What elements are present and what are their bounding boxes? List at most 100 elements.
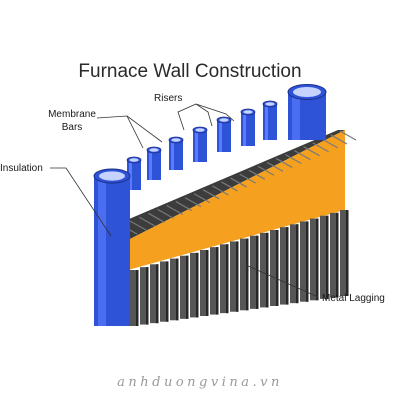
lagging-fin-shadow (136, 270, 139, 326)
membrane-ridge (139, 216, 156, 227)
lagging-fin (280, 227, 289, 305)
riser-tube-opening (195, 128, 205, 132)
membrane-leader-2 (126, 115, 163, 143)
lagging-fin-shadow (306, 221, 309, 302)
lagging-fin (160, 261, 169, 322)
lagging-fin (330, 212, 339, 298)
membrane-ridge (239, 173, 256, 184)
membrane-ridge (129, 220, 147, 231)
lagging-fin (170, 258, 179, 321)
lagging-fin-shadow (286, 227, 289, 305)
lagging-fin-shadow (256, 235, 259, 309)
riser-tube-highlight (265, 104, 268, 140)
riser-tube-highlight (171, 140, 174, 170)
membrane-ridge (157, 208, 174, 219)
membrane-label-line-2: Bars (62, 122, 83, 133)
lagging-fin-shadow (276, 230, 279, 306)
membrane-ridge (202, 189, 220, 200)
insulation-leader (50, 167, 112, 237)
lagging-fin-shadow (326, 215, 329, 299)
riser-tube-highlight (195, 130, 198, 162)
metal-lagging-leader (245, 264, 319, 298)
lagging-fin (260, 232, 269, 308)
risers-leader-2 (195, 103, 235, 122)
membrane-ridge (221, 181, 238, 192)
diagram-title: Furnace Wall Construction (78, 61, 301, 82)
insulation-label: Insulation (0, 163, 43, 174)
risers-group (126, 100, 278, 190)
riser-tube-highlight (149, 150, 152, 180)
lagging-fin (290, 224, 299, 304)
lagging-fin-shadow (346, 210, 349, 296)
membrane-ridge (303, 146, 320, 157)
lagging-fin-shadow (316, 218, 319, 301)
label-metal-lagging: Metal Lagging (245, 264, 385, 304)
lagging-fin (210, 247, 219, 315)
membrane-ridge (321, 138, 339, 149)
lagging-fin-shadow (166, 261, 169, 322)
membrane-ridge (312, 142, 329, 153)
lagging-fin (150, 264, 159, 324)
metal-lagging-front (130, 210, 349, 326)
lagging-fin-shadow (196, 252, 199, 318)
membrane-ridge (175, 201, 193, 212)
membrane-ridge (275, 157, 293, 168)
lagging-fin (190, 252, 199, 318)
membrane-ridge (248, 169, 266, 180)
lagging-fin (220, 244, 229, 314)
lagging-fin-shadow (186, 255, 189, 319)
label-risers: Risers (154, 93, 235, 131)
lagging-fin (340, 210, 349, 296)
lagging-fin (200, 250, 209, 316)
lagging-fin-shadow (266, 232, 269, 308)
metal-lagging-label: Metal Lagging (322, 293, 385, 304)
watermark: anhduongvina.vn (117, 375, 283, 390)
riser-tube-opening (129, 158, 139, 162)
lagging-fin-shadow (146, 267, 149, 325)
riser-tube-opening (171, 138, 181, 142)
membrane-ridge (193, 193, 211, 204)
riser-tube-highlight (243, 112, 246, 146)
risers-leader (195, 103, 213, 127)
membrane-leader-1 (96, 115, 144, 149)
membrane-label-line-1: Membrane (48, 109, 96, 120)
lagging-fin-shadow (236, 241, 239, 312)
membrane-ridge (266, 161, 284, 172)
lagging-fin (300, 221, 309, 302)
lagging-fin-shadow (176, 258, 179, 321)
membrane-ridge (166, 204, 184, 216)
riser-tube-opening (265, 102, 275, 106)
lagging-fin-shadow (216, 247, 219, 315)
riser-tube-highlight (129, 160, 132, 190)
membrane-ridge (294, 150, 311, 161)
lagging-fin (130, 270, 139, 326)
lagging-fin (240, 238, 249, 311)
riser-tube-opening (149, 148, 159, 152)
insulation-front-face (128, 130, 345, 270)
right-end-tube (287, 84, 327, 140)
lagging-fin (140, 267, 149, 325)
membrane-ridge (284, 153, 302, 165)
lagging-fin-shadow (226, 244, 229, 314)
label-insulation: Insulation (0, 163, 112, 237)
lagging-fin (310, 218, 319, 301)
lagging-fin (250, 235, 259, 309)
lagging-fin (320, 215, 329, 299)
membrane-ridge (184, 197, 202, 208)
lagging-fin-shadow (246, 238, 249, 311)
lagging-fin-shadow (206, 250, 209, 316)
riser-tube-opening (219, 118, 229, 122)
left-end-tube (93, 168, 131, 326)
lagging-fin (270, 230, 279, 306)
lagging-fin (180, 255, 189, 319)
lagging-fin-shadow (296, 224, 299, 304)
lagging-fin (230, 241, 239, 312)
membrane-ridge (330, 134, 348, 145)
riser-tube-opening (243, 110, 253, 114)
membrane-ridge (212, 185, 229, 196)
riser-tube-highlight (219, 120, 222, 152)
lagging-fin-shadow (156, 264, 159, 324)
risers-leader-3 (177, 103, 197, 131)
membrane-ridge (257, 165, 275, 176)
